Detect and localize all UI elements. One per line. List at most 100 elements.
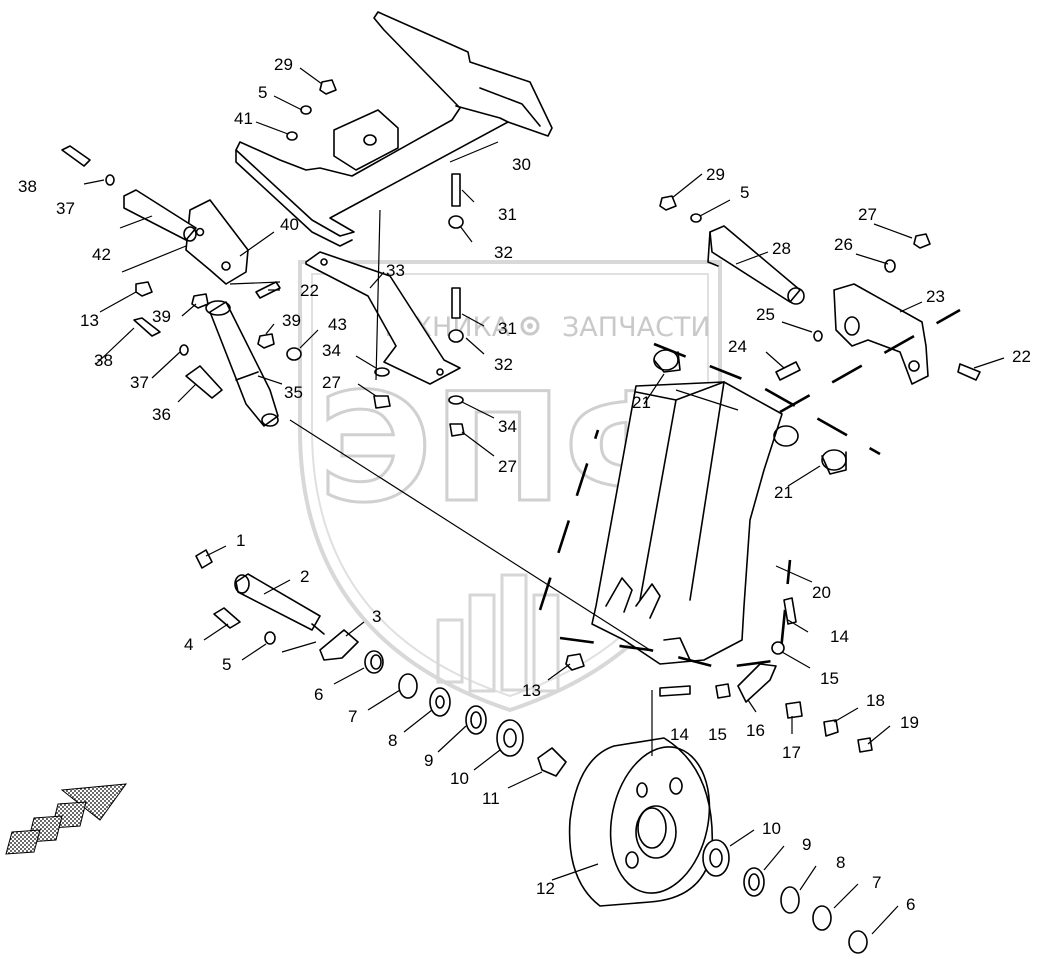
- nut-27b: [449, 423, 465, 437]
- nut-15b: [715, 683, 731, 699]
- nut-18: [823, 719, 839, 737]
- callout-labels: 29 5 41 38 37 42 40 30 31 32 33 22 13 39…: [18, 55, 1031, 914]
- callout-23: 23: [926, 287, 945, 306]
- callout-18: 18: [866, 691, 885, 710]
- cylinder-35: [205, 300, 279, 427]
- bearing-10b: [702, 839, 730, 877]
- callout-31b: 31: [498, 319, 517, 338]
- seal-9a: [465, 705, 487, 735]
- callout-7b: 7: [872, 873, 881, 892]
- callout-17: 17: [782, 743, 801, 762]
- ring-7a: [398, 673, 418, 699]
- callout-20: 20: [812, 583, 831, 602]
- callout-26: 26: [834, 235, 853, 254]
- axle-2: [234, 573, 325, 635]
- leader-lines: [83, 67, 1005, 935]
- callout-38b: 38: [94, 351, 113, 370]
- bolt-1: [195, 549, 213, 569]
- callout-39a: 39: [152, 307, 171, 326]
- washer-8a: [429, 687, 451, 717]
- callout-32b: 32: [494, 355, 513, 374]
- nut-29a: [319, 79, 337, 95]
- callout-8b: 8: [836, 853, 845, 872]
- callout-22b: 22: [1012, 347, 1031, 366]
- bolt-24: [775, 361, 801, 381]
- callout-31a: 31: [498, 205, 517, 224]
- plate-33: [305, 251, 461, 385]
- gear-icon: [520, 316, 540, 336]
- washer-32a: [448, 215, 464, 229]
- callout-34b: 34: [498, 417, 517, 436]
- clamp-16: [737, 663, 777, 703]
- callout-13a: 13: [80, 311, 99, 330]
- washer-26: [884, 259, 896, 273]
- callout-24: 24: [728, 337, 747, 356]
- seal-9b: [743, 867, 765, 897]
- bracket-23: [833, 283, 929, 385]
- bushing-6a: [364, 650, 384, 674]
- callout-1: 1: [236, 531, 245, 550]
- cap-19: [857, 737, 873, 753]
- callout-25: 25: [756, 305, 775, 324]
- callout-30: 30: [512, 155, 531, 174]
- washer-25: [813, 330, 823, 342]
- bracket-40: [185, 199, 249, 285]
- callout-38a: 38: [18, 177, 37, 196]
- callout-13b: 13: [522, 681, 541, 700]
- callout-10b: 10: [762, 819, 781, 838]
- callout-29a: 29: [274, 55, 293, 74]
- callout-21a: 21: [632, 393, 651, 412]
- ring-7b: [812, 905, 832, 931]
- washer-37b: [179, 344, 189, 356]
- callout-42: 42: [92, 245, 111, 264]
- callout-27b: 27: [498, 457, 517, 476]
- pin-36: [185, 365, 223, 399]
- callout-3: 3: [372, 607, 381, 626]
- callout-10a: 10: [450, 769, 469, 788]
- callout-5b: 5: [740, 183, 749, 202]
- callout-4: 4: [184, 635, 193, 654]
- washer-43: [286, 347, 302, 361]
- nut-27c: [913, 233, 931, 249]
- callout-15a: 15: [820, 669, 839, 688]
- washer-5b: [690, 213, 702, 223]
- callout-5a: 5: [258, 83, 267, 102]
- bolt-38a: [61, 145, 91, 167]
- washer-8b: [780, 886, 800, 914]
- callout-33: 33: [386, 261, 405, 280]
- callout-29b: 29: [706, 165, 725, 184]
- bolt-31a: [451, 173, 461, 207]
- callout-6b: 6: [906, 895, 915, 914]
- callout-43: 43: [328, 315, 347, 334]
- callout-36: 36: [152, 405, 171, 424]
- nut-17: [785, 701, 803, 719]
- bolt-4: [213, 607, 241, 629]
- callout-2: 2: [300, 567, 309, 586]
- callout-12: 12: [536, 879, 555, 898]
- callout-14a: 14: [830, 627, 849, 646]
- washer-5c: [264, 631, 276, 645]
- cross-frame-30: [235, 11, 553, 247]
- callout-40: 40: [280, 215, 299, 234]
- nut-27a: [373, 395, 391, 409]
- plate-3: [319, 629, 359, 661]
- callout-39b: 39: [282, 311, 301, 330]
- bolt-14b: [659, 685, 691, 697]
- nut-39b: [257, 333, 275, 349]
- callout-27a: 27: [322, 373, 341, 392]
- callout-34a: 34: [322, 341, 341, 360]
- washer-34b: [448, 395, 464, 405]
- callout-41: 41: [234, 109, 253, 128]
- bolt-22b: [957, 363, 981, 381]
- pin-28: [707, 225, 805, 305]
- bolt-31b: [451, 287, 461, 319]
- callout-37a: 37: [56, 199, 75, 218]
- washer-32b: [448, 329, 464, 343]
- bearing-10a: [496, 719, 524, 757]
- callout-8a: 8: [388, 731, 397, 750]
- callout-16: 16: [746, 721, 765, 740]
- callout-37b: 37: [130, 373, 149, 392]
- bushing-6b: [848, 930, 868, 954]
- callout-22a: 22: [300, 281, 319, 300]
